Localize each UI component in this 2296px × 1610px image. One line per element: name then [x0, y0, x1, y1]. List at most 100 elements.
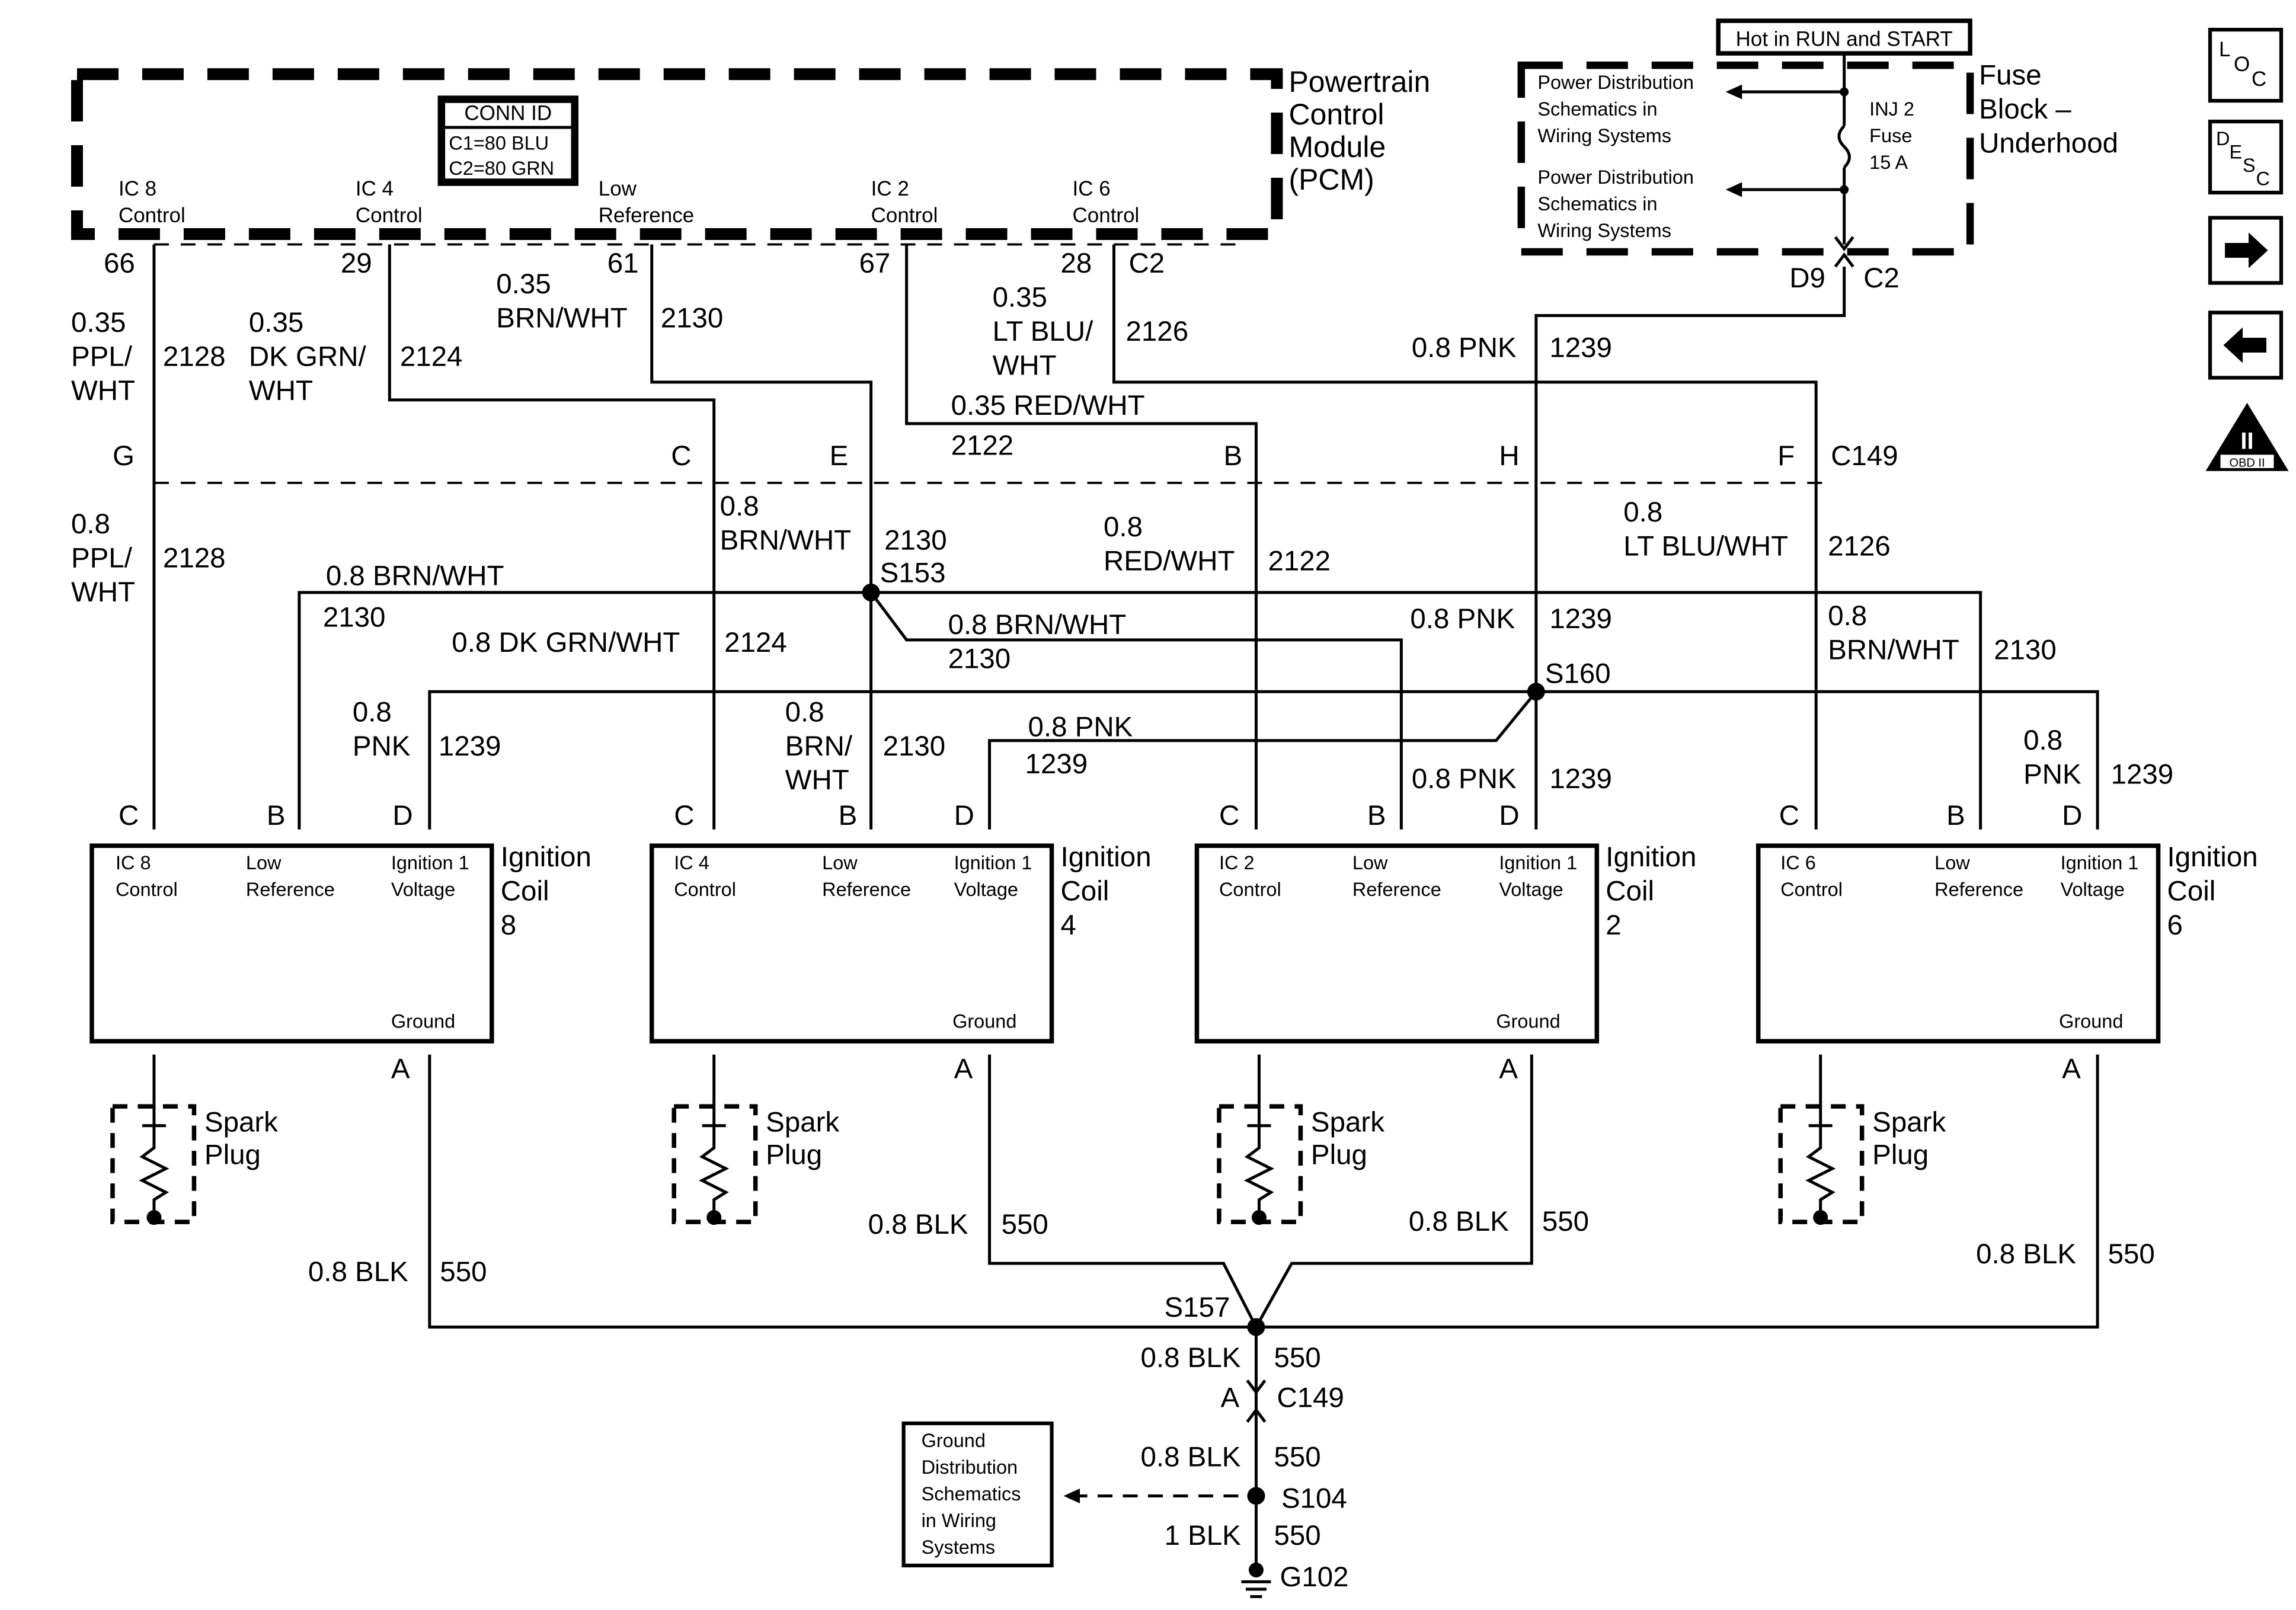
svg-text:DK GRN/: DK GRN/ [249, 341, 367, 372]
svg-text:1239: 1239 [439, 731, 501, 762]
ignition-coil-8: IC 8 Control Low Reference Ignition 1 Vo… [89, 800, 591, 1085]
svg-text:D: D [954, 800, 974, 831]
svg-text:0.8 BLK: 0.8 BLK [1409, 1206, 1509, 1237]
svg-text:B: B [839, 800, 858, 831]
svg-text:B: B [267, 800, 286, 831]
svg-text:Ground: Ground [2059, 1011, 2123, 1032]
wiring [152, 244, 2099, 1577]
svg-text:Fuse: Fuse [1979, 60, 2042, 91]
svg-text:Schematics in: Schematics in [1537, 98, 1657, 120]
svg-text:Reference: Reference [246, 879, 335, 900]
svg-text:8: 8 [501, 910, 516, 941]
svg-text:A: A [1499, 1054, 1518, 1085]
svg-text:0.8 BLK: 0.8 BLK [868, 1209, 968, 1240]
svg-text:Control: Control [674, 879, 736, 900]
svg-text:Underhood: Underhood [1979, 128, 2118, 159]
loc-icon[interactable]: L O C [2208, 27, 2284, 103]
svg-text:PNK: PNK [2023, 758, 2081, 790]
svg-text:1239: 1239 [2111, 758, 2174, 790]
svg-text:6: 6 [2167, 910, 2183, 941]
svg-text:CONN ID: CONN ID [464, 102, 552, 125]
svg-text:0.8: 0.8 [1104, 511, 1143, 543]
pcm-conn-id: CONN ID C1=80 BLU C2=80 GRN [437, 95, 578, 186]
svg-text:Hot in RUN and START: Hot in RUN and START [1736, 28, 1953, 51]
ignition-coil-4: IC 4 Control Low Reference Ignition 1 Vo… [649, 800, 1152, 1085]
svg-text:WHT: WHT [785, 764, 849, 796]
svg-text:BRN/WHT: BRN/WHT [496, 302, 628, 334]
spark-plug-coil8: Spark Plug [110, 1103, 278, 1225]
svg-text:29: 29 [341, 248, 372, 279]
spark-plug-coil6: Spark Plug [1778, 1103, 1946, 1225]
wire-1239-coil8: 0.8 PNK 1239 [353, 696, 501, 761]
svg-text:2: 2 [1606, 910, 1621, 941]
svg-text:Fuse: Fuse [1869, 125, 1912, 146]
svg-text:Low: Low [599, 177, 637, 200]
svg-text:61: 61 [607, 248, 639, 279]
svg-text:0.8: 0.8 [71, 508, 110, 540]
svg-text:2130: 2130 [661, 302, 724, 334]
svg-text:0.8 DK GRN/WHT: 0.8 DK GRN/WHT [452, 627, 680, 658]
svg-text:Wiring Systems: Wiring Systems [1537, 125, 1671, 146]
svg-text:2128: 2128 [163, 542, 226, 574]
svg-text:Spark: Spark [204, 1107, 278, 1138]
obd-ii-icon[interactable]: II OBD II [2205, 402, 2289, 471]
svg-text:2124: 2124 [724, 627, 787, 658]
svg-text:BRN/: BRN/ [785, 731, 853, 762]
svg-text:C: C [1779, 800, 1799, 831]
svg-text:B: B [1223, 440, 1242, 472]
svg-text:Ignition: Ignition [2167, 841, 2258, 873]
wire-2130-top: 0.35 BRN/WHT 2130 [496, 268, 723, 334]
pcm-title: Powertrain Control Module (PCM) [1288, 65, 1430, 196]
svg-text:C1=80 BLU: C1=80 BLU [449, 133, 549, 154]
svg-text:0.8: 0.8 [720, 491, 759, 522]
svg-text:Voltage: Voltage [2061, 879, 2125, 900]
wire-2124-top: 0.35 DK GRN/ WHT 2124 [249, 307, 463, 406]
svg-text:Spark: Spark [766, 1107, 839, 1138]
svg-text:2126: 2126 [1828, 530, 1891, 562]
arrow-right-icon[interactable] [2208, 216, 2284, 285]
svg-text:550: 550 [1274, 1441, 1320, 1473]
svg-text:Schematics in: Schematics in [1537, 193, 1657, 215]
wire-1239-coil2: 0.8 PNK 1239 [1412, 763, 1612, 795]
svg-text:Ignition: Ignition [1606, 841, 1696, 873]
wire-2130-coil4: 0.8 BRN/ WHT 2130 [785, 696, 946, 796]
pcm-pin-ic4: IC 4 Control 29 [341, 177, 423, 279]
svg-text:Plug: Plug [1872, 1140, 1929, 1171]
svg-text:550: 550 [1274, 1342, 1320, 1374]
svg-text:A: A [954, 1054, 973, 1085]
svg-text:PPL/: PPL/ [71, 341, 133, 372]
svg-text:Low: Low [822, 852, 858, 873]
pcm-pin-low-reference: Low Reference 61 [599, 177, 694, 279]
svg-text:IC 6: IC 6 [1780, 852, 1816, 873]
svg-text:Plug: Plug [204, 1140, 261, 1171]
svg-text:Control: Control [871, 204, 938, 227]
svg-text:RED/WHT: RED/WHT [1104, 545, 1235, 577]
svg-text:0.8 PNK: 0.8 PNK [1412, 332, 1517, 363]
svg-text:0.35: 0.35 [71, 307, 126, 338]
svg-text:0.35: 0.35 [249, 307, 303, 338]
wire-1239-coil6: 0.8 PNK 1239 [2023, 725, 2173, 790]
svg-text:550: 550 [1002, 1209, 1048, 1240]
svg-text:Coil: Coil [2167, 876, 2216, 907]
svg-text:E: E [830, 440, 849, 472]
ground-wire-coil4: 0.8 BLK 550 [868, 1209, 1048, 1240]
ground-distribution-ref: Ground Distribution Schematics in Wiring… [901, 1421, 1054, 1568]
svg-text:2126: 2126 [1126, 316, 1189, 347]
svg-text:C: C [119, 800, 139, 831]
svg-text:4: 4 [1061, 910, 1076, 941]
svg-text:Module: Module [1288, 130, 1386, 164]
svg-text:C: C [674, 800, 694, 831]
pcm-box [71, 68, 1283, 240]
wire-1239-coil4: 0.8 PNK 1239 [1025, 711, 1133, 779]
svg-text:L: L [2219, 38, 2230, 61]
svg-text:Wiring Systems: Wiring Systems [1537, 220, 1671, 241]
svg-text:IC 2: IC 2 [1219, 852, 1255, 873]
svg-text:D: D [1499, 800, 1519, 831]
svg-text:0.35 RED/WHT: 0.35 RED/WHT [951, 390, 1145, 421]
desc-icon[interactable]: D E S C [2208, 119, 2284, 195]
svg-text:G: G [113, 440, 135, 472]
svg-text:Reference: Reference [1352, 879, 1441, 900]
svg-text:0.8: 0.8 [1623, 497, 1662, 528]
svg-text:1239: 1239 [1025, 748, 1088, 780]
arrow-left-icon[interactable] [2208, 311, 2284, 380]
